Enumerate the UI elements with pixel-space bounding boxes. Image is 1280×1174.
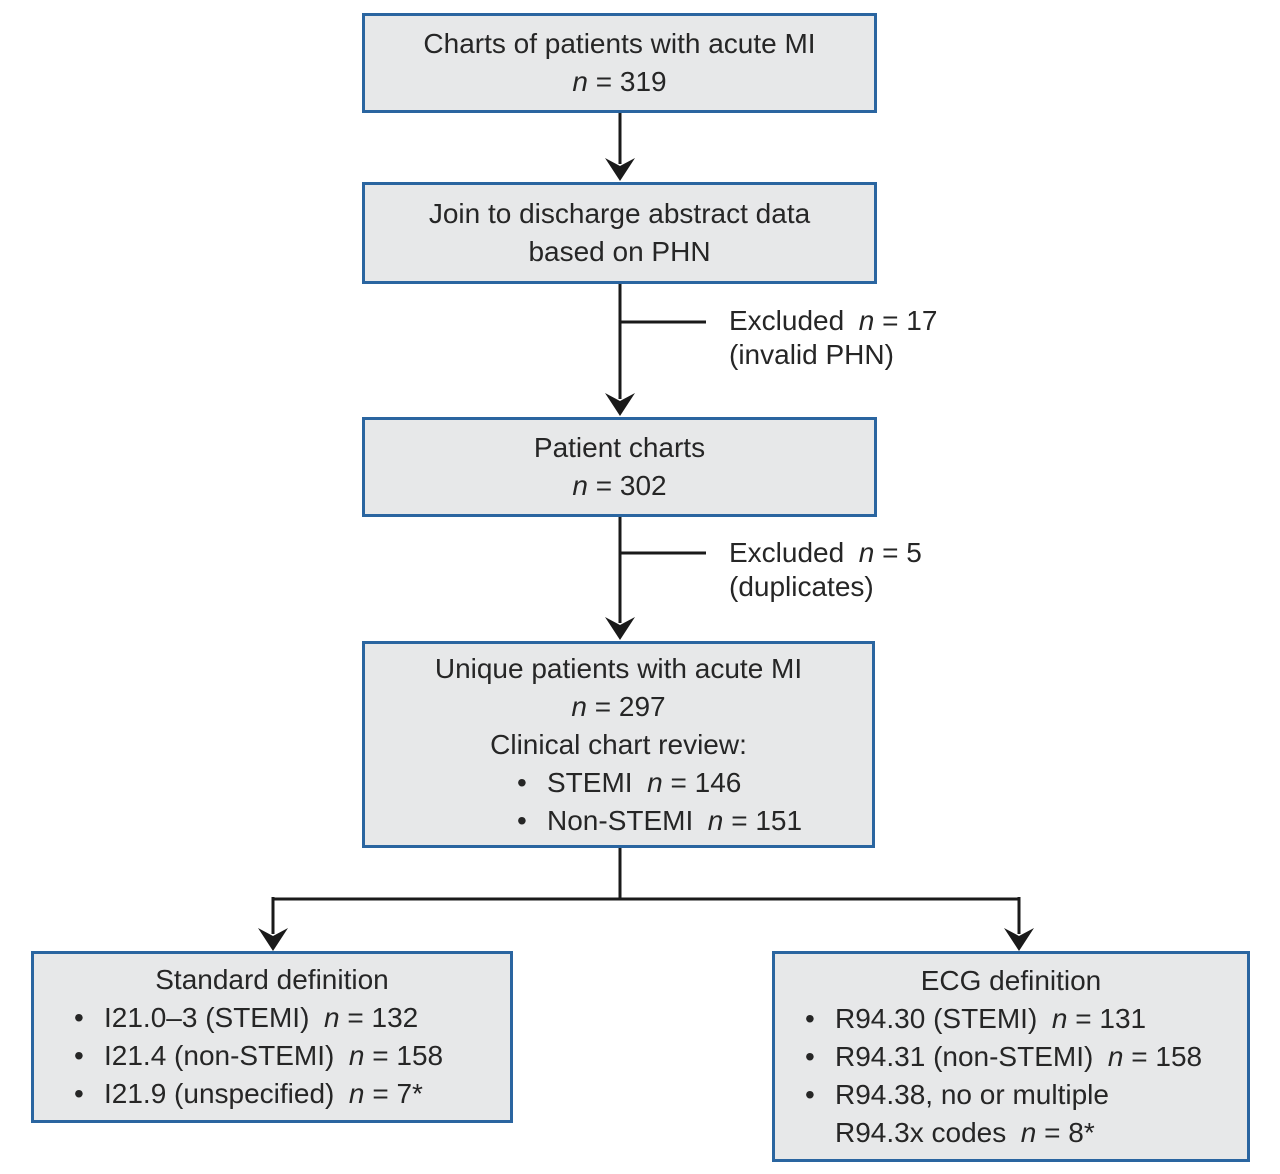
bullet-icon: • (517, 804, 527, 836)
node-unique-patients: Unique patients with acute MI n= 297 Cli… (362, 641, 875, 848)
arrowhead-icon (605, 393, 635, 416)
n-symbol: n (348, 1078, 365, 1109)
n-symbol: n (1020, 1116, 1037, 1148)
n-symbol: n (707, 804, 724, 836)
bullet-icon: • (805, 1040, 815, 1072)
bullet-icon: • (517, 766, 527, 798)
node-title: Standard definition (155, 964, 389, 995)
n-symbol: n (1051, 1002, 1068, 1034)
node-count: n= 319 (572, 66, 667, 97)
branch-connector (258, 848, 1034, 951)
node-count: n= 302 (572, 470, 667, 501)
node-title: ECG definition (920, 964, 1102, 996)
excluded-reason: (duplicates) (729, 571, 874, 602)
list-item-i21-9: • I21.9 (unspecified)n= 7* (74, 1075, 500, 1113)
node-patient-charts: Patient charts n= 302 (362, 417, 877, 517)
arrowhead-icon (1004, 928, 1034, 951)
bullet-icon: • (74, 1040, 84, 1071)
arrow-box2-to-box3 (605, 284, 706, 416)
n-symbol: n (858, 537, 875, 568)
list-item-i21-0-3: • I21.0–3 (STEMI)n= 132 (74, 999, 500, 1037)
node-subtitle: Clinical chart review: (490, 728, 747, 760)
node-title: Patient charts (533, 432, 706, 463)
list-item-r94-30: • R94.30 (STEMI)n= 131 (805, 1000, 1237, 1038)
node-count: n= 297 (571, 690, 666, 722)
bullet-icon: • (74, 1002, 84, 1033)
list-item-i21-4: • I21.4 (non-STEMI)n= 158 (74, 1037, 500, 1075)
list-item-r94-31: • R94.31 (non-STEMI)n= 158 (805, 1038, 1237, 1076)
standard-definition-list: • I21.0–3 (STEMI)n= 132 • I21.4 (non-STE… (34, 999, 510, 1113)
arrowhead-icon (605, 158, 635, 181)
node-charts-acute-mi: Charts of patients with acute MI n= 319 (362, 13, 877, 113)
node-title: Charts of patients with acute MI (423, 28, 816, 59)
arrow-box1-to-box2 (605, 113, 635, 181)
node-title-line2: based on PHN (528, 236, 711, 267)
node-join-discharge-abstract: Join to discharge abstract data based on… (362, 182, 877, 284)
node-ecg-definition: ECG definition • R94.30 (STEMI)n= 131 • … (772, 951, 1250, 1162)
node-title-line1: Join to discharge abstract data (428, 198, 811, 229)
ecg-definition-list: • R94.30 (STEMI)n= 131 • R94.31 (non-STE… (775, 1000, 1247, 1152)
n-symbol: n (572, 66, 588, 97)
n-symbol: n (348, 1040, 365, 1071)
n-symbol: n (572, 470, 588, 501)
n-symbol: n (1107, 1040, 1124, 1072)
n-symbol: n (571, 690, 587, 722)
n-symbol: n (858, 305, 875, 336)
bullet-icon: • (74, 1078, 84, 1109)
n-symbol: n (647, 766, 663, 798)
bullet-icon: • (805, 1078, 815, 1110)
excluded-reason: (invalid PHN) (729, 339, 894, 370)
arrowhead-icon (258, 928, 288, 951)
node-standard-definition: Standard definition • I21.0–3 (STEMI)n= … (31, 951, 513, 1123)
n-symbol: n (323, 1002, 340, 1033)
bullet-icon: • (805, 1002, 815, 1034)
arrow-box3-to-box4 (605, 517, 706, 640)
node-title: Unique patients with acute MI (434, 652, 803, 684)
arrowhead-icon (605, 617, 635, 640)
